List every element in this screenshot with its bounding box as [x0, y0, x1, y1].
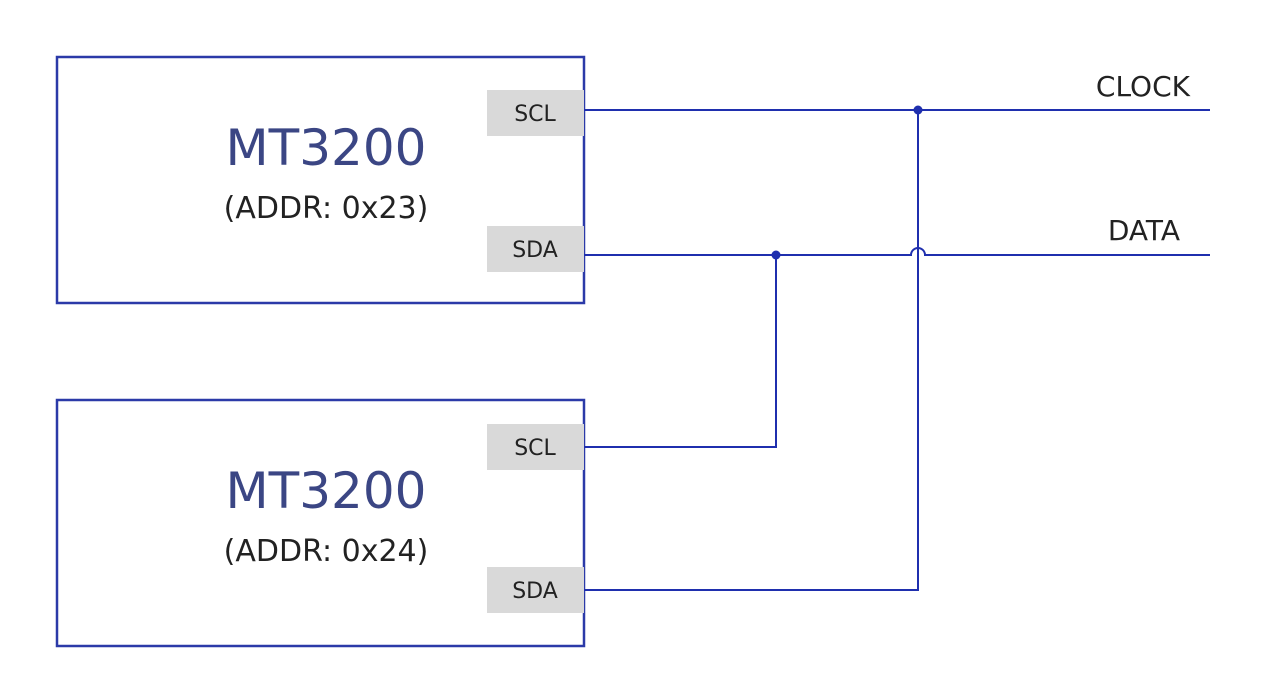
chip-1-pin-sda-box — [487, 226, 584, 272]
data-bus-label: DATA — [1108, 214, 1180, 247]
chip-1: MT3200 (ADDR: 0x23) SCL SDA — [55, 55, 586, 305]
chip-2-address: (ADDR: 0x24) — [224, 534, 429, 569]
data-junction-dot — [771, 250, 781, 260]
clock-bus-label: CLOCK — [1096, 70, 1191, 103]
chip-2-pin-scl: SCL — [487, 424, 584, 470]
data-bus-wire — [584, 247, 1210, 256]
clock-junction-dot — [913, 105, 923, 115]
chip-2-name: MT3200 — [226, 462, 427, 520]
chip-1-address: (ADDR: 0x23) — [224, 191, 429, 226]
chip-1-name: MT3200 — [226, 119, 427, 177]
chip-2-pin-sda-box — [487, 567, 584, 613]
chip-1-pin-scl: SCL — [487, 90, 584, 136]
chip-2-scl-to-data-wire — [584, 255, 777, 448]
chip-1-pin-sda: SDA — [487, 226, 584, 272]
chip-1-pin-scl-box — [487, 90, 584, 136]
chip-1-pin-scl-label: SCL — [514, 102, 556, 127]
chip-1-pin-sda-label: SDA — [512, 238, 558, 263]
chip-2-pin-sda-label: SDA — [512, 579, 558, 604]
chip-2: MT3200 (ADDR: 0x24) SCL SDA — [55, 398, 586, 648]
chip-2-pin-scl-label: SCL — [514, 436, 556, 461]
chip-2-pin-sda: SDA — [487, 567, 584, 613]
chip-2-pin-scl-box — [487, 424, 584, 470]
chip-2-sda-to-clock-wire — [584, 110, 919, 591]
